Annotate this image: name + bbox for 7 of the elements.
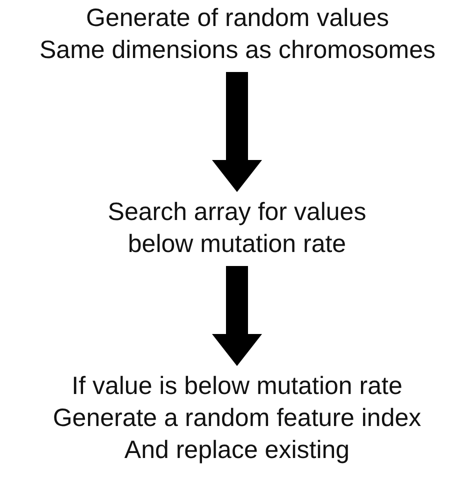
step-text: If value is below mutation rate: [72, 371, 402, 402]
arrow: [212, 72, 262, 192]
step-text: Same dimensions as chromosomes: [40, 35, 436, 66]
step-text: Search array for values below mutation rate: [106, 197, 368, 260]
step-text: Generate of random values: [86, 3, 389, 34]
arrow: [212, 266, 262, 366]
step-text: Generate a random feature index And replace existing: [52, 403, 422, 466]
